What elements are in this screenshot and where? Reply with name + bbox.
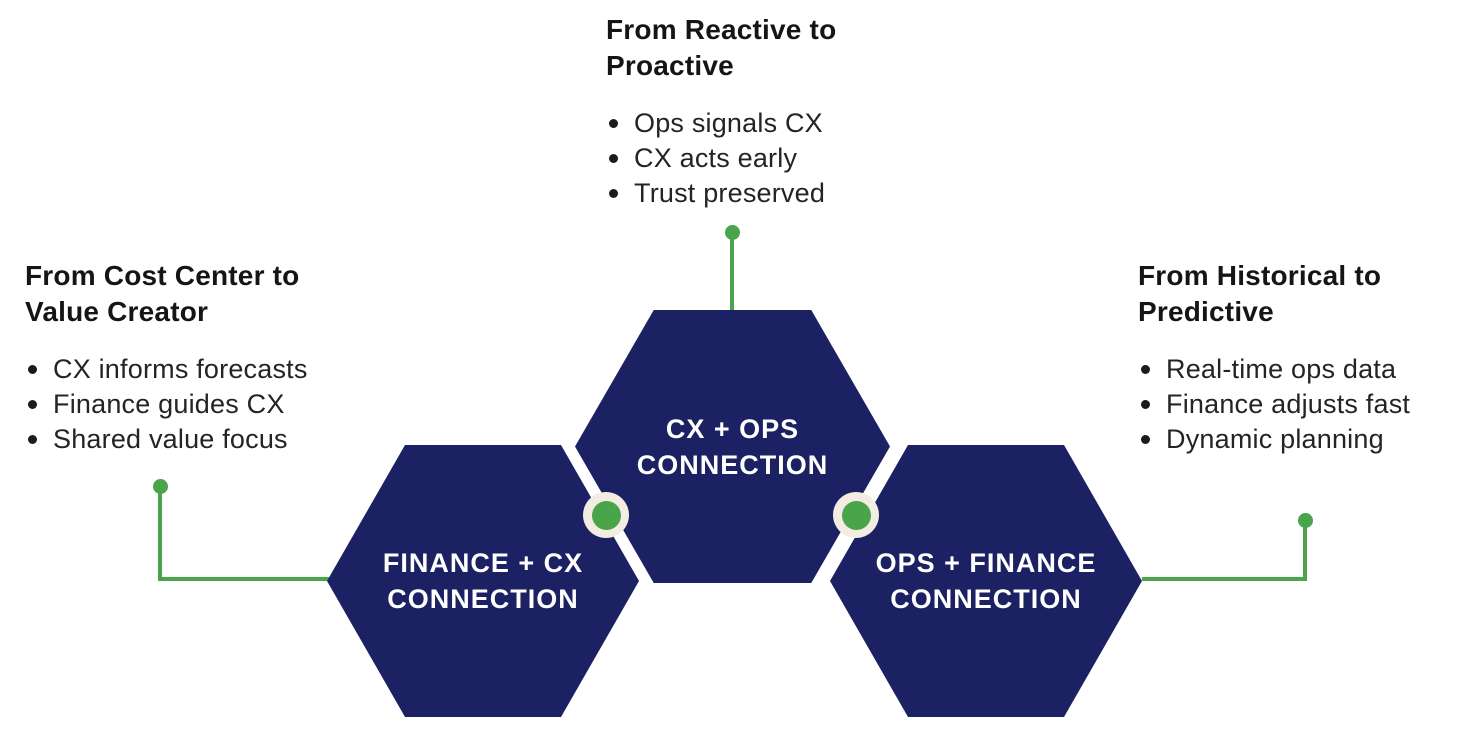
hexagon-label-line: CX + OPS xyxy=(665,413,800,444)
bullet-item: Dynamic planning xyxy=(1138,422,1482,457)
hexagon-ops-finance-connection: OPS + FINANCE CONNECTION xyxy=(830,445,1142,717)
hexagon-label-line: CONNECTION xyxy=(636,449,829,480)
bullet-list-left: CX informs forecasts Finance guides CX S… xyxy=(25,352,370,457)
callout-title-line: Predictive xyxy=(1138,296,1274,327)
callout-cost-center-to-value-creator: From Cost Center to Value Creator CX inf… xyxy=(25,258,370,457)
callout-title-line: From Reactive to xyxy=(606,14,837,45)
callout-title-left: From Cost Center to Value Creator xyxy=(25,258,370,330)
hexagon-finance-cx-connection: FINANCE + CX CONNECTION xyxy=(327,445,639,717)
bullet-item: Finance guides CX xyxy=(25,387,370,422)
junction-dot-right-inner xyxy=(841,500,871,530)
hexagon-label-line: OPS + FINANCE xyxy=(875,548,1097,578)
connector-top-endpoint-dot xyxy=(725,225,740,240)
junction-dot-right xyxy=(833,492,879,538)
bullet-item: CX acts early xyxy=(606,141,946,176)
hexagon-label-line: CONNECTION xyxy=(890,584,1082,614)
bullet-item: Trust preserved xyxy=(606,176,946,211)
hexagon-label-line: CONNECTION xyxy=(387,584,579,614)
bullet-item: Shared value focus xyxy=(25,422,370,457)
bullet-item: Ops signals CX xyxy=(606,106,946,141)
connector-right-vertical-line xyxy=(1303,521,1307,581)
connector-left-endpoint-dot xyxy=(153,479,168,494)
connector-left-vertical-line xyxy=(158,487,162,581)
connector-left-horizontal-line xyxy=(158,577,329,581)
bullet-list-top: Ops signals CX CX acts early Trust prese… xyxy=(606,106,946,211)
bullet-item: Real-time ops data xyxy=(1138,352,1482,387)
hexagon-cx-ops-connection: CX + OPS CONNECTION xyxy=(575,310,890,583)
hexagon-label: FINANCE + CX CONNECTION xyxy=(383,545,583,617)
connector-right-endpoint-dot xyxy=(1298,513,1313,528)
callout-title-top: From Reactive to Proactive xyxy=(606,12,946,84)
connector-top-line xyxy=(730,237,734,311)
callout-title-line: From Historical to xyxy=(1138,260,1382,291)
hexagon-label: OPS + FINANCE CONNECTION xyxy=(876,545,1097,617)
callout-historical-to-predictive: From Historical to Predictive Real-time … xyxy=(1138,258,1482,457)
callout-title-line: Value Creator xyxy=(25,296,209,327)
bullet-item: Finance adjusts fast xyxy=(1138,387,1482,422)
junction-dot-left xyxy=(583,492,629,538)
bullet-item: CX informs forecasts xyxy=(25,352,370,387)
callout-title-right: From Historical to Predictive xyxy=(1138,258,1482,330)
connector-right-horizontal-line xyxy=(1142,577,1307,581)
bullet-list-right: Real-time ops data Finance adjusts fast … xyxy=(1138,352,1482,457)
hexagon-label: CX + OPS CONNECTION xyxy=(637,411,829,483)
callout-reactive-to-proactive: From Reactive to Proactive Ops signals C… xyxy=(606,12,946,211)
junction-dot-left-inner xyxy=(591,500,621,530)
callout-title-line: Proactive xyxy=(606,50,734,81)
callout-title-line: From Cost Center to xyxy=(25,260,300,291)
hexagon-label-line: FINANCE + CX xyxy=(382,548,584,578)
